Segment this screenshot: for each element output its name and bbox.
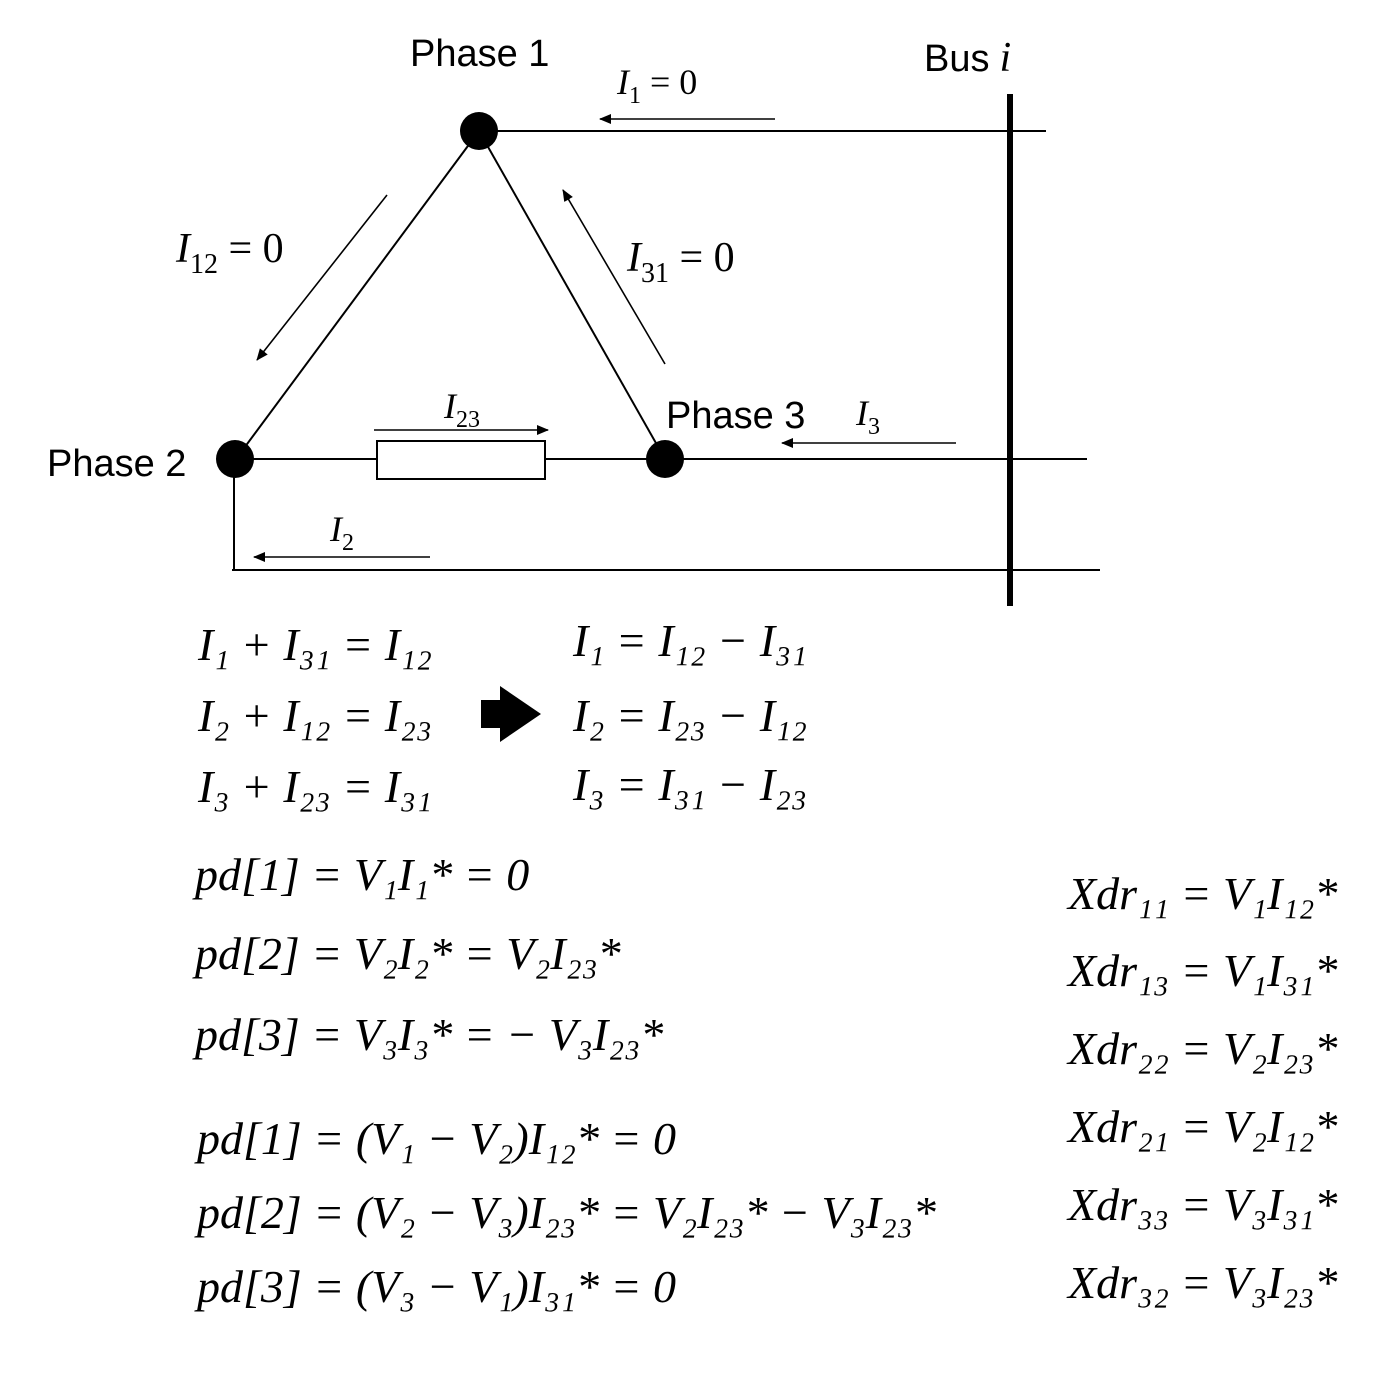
pd-bus-equations: pd[1] = V₁I₁* = 0 pd[2] = V₂I₂* = V₂I₂₃*… — [192, 849, 663, 1060]
xdr-equations: Xdr₁₁ = V₁I₁₂* Xdr₁₃ = V₁I₃₁* Xdr₂₂ = V₂… — [1066, 868, 1337, 1308]
pd-2: pd[2] = (V₂ − V₃)I₂₃* = V₂I₂₃* − V₃I₂₃* — [194, 1187, 936, 1238]
pd-bus-2: pd[2] = V₂I₂* = V₂I₂₃* — [192, 928, 621, 979]
phase3-label: Phase 3 — [666, 395, 805, 437]
kcl-right-2: I₂ = I₂₃ − I₁₂ — [572, 690, 807, 741]
branch-phase1-phase3 — [478, 130, 666, 460]
label-i23: I23 — [443, 386, 480, 433]
pd-bus-3: pd[3] = V₃I₃* = − V₃I₂₃* — [192, 1009, 663, 1060]
branch-phase1-phase2 — [235, 130, 480, 460]
label-i31: I31 = 0 — [626, 235, 735, 289]
pd-3: pd[3] = (V₃ − V₁)I₃₁* = 0 — [194, 1261, 676, 1312]
label-i1: I1 = 0 — [616, 62, 697, 109]
kcl-left-1: I₁ + I₃₁ = I₁₂ — [197, 619, 432, 670]
pd-1: pd[1] = (V₁ − V₂)I₁₂* = 0 — [194, 1113, 676, 1164]
load-impedance — [376, 440, 546, 480]
label-i3: I3 — [855, 393, 880, 440]
xdr-21: Xdr₂₁ = V₂I₁₂* — [1066, 1101, 1337, 1152]
pd-equations: pd[1] = (V₁ − V₂)I₁₂* = 0 pd[2] = (V₂ − … — [194, 1113, 936, 1312]
xdr-11: Xdr₁₁ = V₁I₁₂* — [1066, 868, 1337, 919]
arrow-i31 — [562, 189, 666, 365]
phase2-label: Phase 2 — [47, 443, 186, 485]
kcl-equations-left: I₁ + I₃₁ = I₁₂ I₂ + I₁₂ = I₂₃ I₃ + I₂₃ =… — [197, 619, 432, 812]
kcl-left-2: I₂ + I₁₂ = I₂₃ — [197, 690, 432, 741]
kcl-right-1: I₁ = I₁₂ − I₃₁ — [572, 615, 807, 666]
phase1-label: Phase 1 — [410, 33, 549, 75]
node-phase2 — [216, 440, 254, 478]
kcl-right-3: I₃ = I₃₁ − I₂₃ — [572, 759, 807, 810]
implies-arrow-icon — [481, 686, 541, 742]
label-i12: I12 = 0 — [175, 226, 284, 280]
kcl-left-3: I₃ + I₂₃ = I₃₁ — [197, 761, 432, 812]
node-phase1 — [460, 112, 498, 150]
xdr-13: Xdr₁₃ = V₁I₃₁* — [1066, 945, 1337, 996]
xdr-22: Xdr₂₂ = V₂I₂₃* — [1066, 1023, 1337, 1074]
kcl-equations-right: I₁ = I₁₂ − I₃₁ I₂ = I₂₃ − I₁₂ I₃ = I₃₁ −… — [572, 615, 807, 810]
label-i2: I2 — [329, 509, 354, 556]
arrow-i12 — [256, 194, 388, 361]
pd-bus-1: pd[1] = V₁I₁* = 0 — [192, 849, 529, 900]
xdr-32: Xdr₃₂ = V₃I₂₃* — [1066, 1257, 1337, 1308]
xdr-33: Xdr₃₃ = V₃I₃₁* — [1066, 1179, 1337, 1230]
node-phase3 — [646, 440, 684, 478]
